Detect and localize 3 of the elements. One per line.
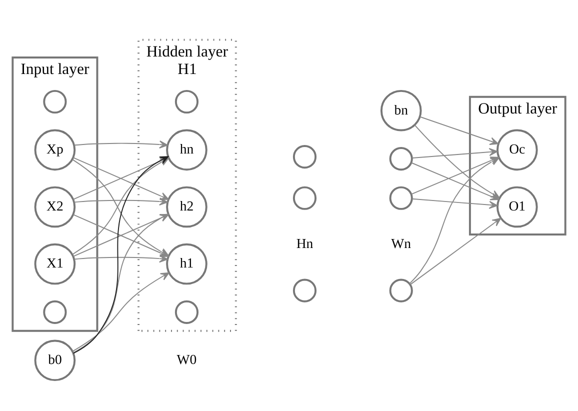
label: W0 <box>176 352 197 367</box>
label: Hn <box>296 235 314 250</box>
label: Wn <box>391 235 412 250</box>
